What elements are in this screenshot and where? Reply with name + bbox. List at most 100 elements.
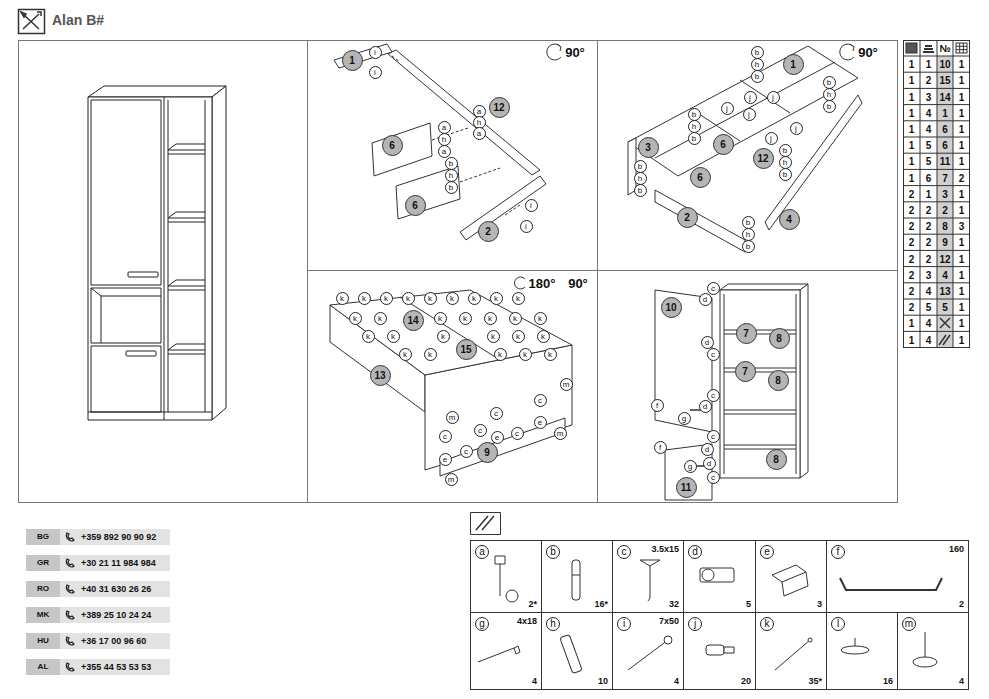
- table-cell: 6: [942, 140, 948, 151]
- step-1-drawing: [557, 44, 561, 51]
- hardware-letter: l: [831, 617, 845, 631]
- hardware-callout: b: [688, 132, 701, 145]
- phone-icon: [64, 557, 78, 569]
- part-number: 12: [753, 148, 774, 169]
- phone-number: +359 892 90 90 92: [81, 532, 156, 542]
- table-cell: 1: [909, 123, 915, 134]
- table-cell: 1: [959, 318, 965, 329]
- title-icon: [19, 10, 45, 34]
- table-cell: 2: [909, 269, 915, 280]
- country-code: MK: [26, 607, 60, 623]
- table-cell: 2: [959, 172, 965, 183]
- hardware-callout: h: [445, 169, 458, 182]
- hardware-callout: e: [491, 431, 504, 444]
- hardware-drawings: [640, 560, 660, 601]
- table-cell: 1: [909, 59, 915, 70]
- country-code: GR: [26, 555, 60, 571]
- part-number: 15: [456, 339, 477, 360]
- frame: [19, 40, 899, 503]
- cabinet-illustration: [91, 288, 161, 343]
- hardware-callout: b: [742, 216, 755, 229]
- contact-row: RO+40 31 630 26 26: [26, 581, 170, 597]
- table-cell: 2: [909, 302, 915, 313]
- table-cell: 5: [926, 156, 932, 167]
- table-cell: 1: [926, 59, 932, 70]
- hardware-callout: k: [402, 292, 415, 305]
- hardware-size: 7x50: [659, 616, 679, 626]
- hardware-callout: h: [634, 172, 647, 185]
- hardware-drawings: [840, 578, 942, 590]
- part-number: 6: [382, 135, 403, 156]
- step-2-drawing: [628, 46, 858, 176]
- title-icon: [19, 10, 45, 34]
- hardware-drawings: [495, 556, 505, 564]
- table-cell: 4: [926, 285, 932, 296]
- table-cell: 1: [959, 59, 965, 70]
- hardware-callout: k: [490, 292, 503, 305]
- step-2-drawing: [765, 95, 862, 230]
- hardware-callout: k: [446, 292, 459, 305]
- hardware-cell: c3.5x1532: [612, 540, 684, 613]
- step-2-drawing: [655, 190, 745, 252]
- hardware-callout: c: [707, 471, 720, 484]
- step-2-drawing: [850, 44, 854, 51]
- hardware-cell: d5: [683, 540, 756, 613]
- table-cell: 1: [959, 188, 965, 199]
- step-2-drawing: [628, 44, 862, 252]
- hardware-drawings: [560, 634, 582, 673]
- hardware-callout: d: [703, 457, 716, 470]
- cabinet-illustration: [91, 100, 161, 285]
- hardware-callout: k: [459, 312, 472, 325]
- hardware-drawings: [664, 636, 672, 644]
- hardware-callout: f: [651, 399, 664, 412]
- country-code: BG: [26, 529, 60, 545]
- parts-table: [956, 43, 967, 53]
- step-4-drawing: [690, 410, 706, 466]
- table-cell: 1: [959, 75, 965, 86]
- hardware-drawings: [913, 657, 937, 667]
- table-cell: 1: [909, 75, 915, 86]
- hardware-callout: c: [707, 348, 720, 361]
- hardware-count: 16: [883, 676, 893, 686]
- hardware-count: 35*: [808, 676, 822, 686]
- hardware-drawings: [572, 560, 580, 600]
- part-number: 8: [768, 370, 789, 391]
- table-cell: 2: [926, 75, 932, 86]
- hardware-callout: j: [767, 91, 780, 104]
- table-cell: 7: [942, 172, 948, 183]
- hardware-drawings: [772, 565, 808, 596]
- table-cell: 6: [942, 123, 948, 134]
- hardware-callout: k: [437, 330, 450, 343]
- hardware-count: 20: [741, 676, 751, 686]
- hardware-count: 5: [746, 599, 751, 609]
- table-cell: 2: [926, 237, 932, 248]
- table-cell: 6: [926, 172, 932, 183]
- step-1-drawing: [392, 56, 520, 215]
- hardware-drawings: [925, 632, 926, 657]
- step-3-drawing: [400, 297, 500, 360]
- hardware-callout: b: [445, 157, 458, 170]
- table-cell: 15: [939, 75, 950, 86]
- step-1-drawing: [547, 44, 561, 60]
- hardware-count: 2*: [528, 599, 537, 609]
- part-number: 6: [713, 134, 734, 155]
- hardware-drawings: [706, 645, 724, 655]
- table-cell: 2: [926, 221, 932, 232]
- hardware-letter: b: [546, 545, 560, 559]
- hardware-drawings: [702, 569, 714, 581]
- table-cell: 1: [959, 140, 965, 151]
- hardware-callout: h: [779, 156, 792, 169]
- hardware-size: 4x18: [517, 616, 537, 626]
- parts-table: [906, 43, 917, 53]
- title-icon: [21, 12, 41, 29]
- hardware-callout: c: [460, 445, 473, 458]
- part-number: 6: [690, 167, 711, 188]
- country-code: RO: [26, 581, 60, 597]
- part-number: 3: [638, 137, 659, 158]
- table-cell: 11: [940, 156, 951, 167]
- step-4-drawing: [720, 284, 808, 290]
- hardware-callout: k: [434, 312, 447, 325]
- hardware-cell: e3: [755, 540, 827, 613]
- hardware-cell: f1602: [826, 540, 969, 613]
